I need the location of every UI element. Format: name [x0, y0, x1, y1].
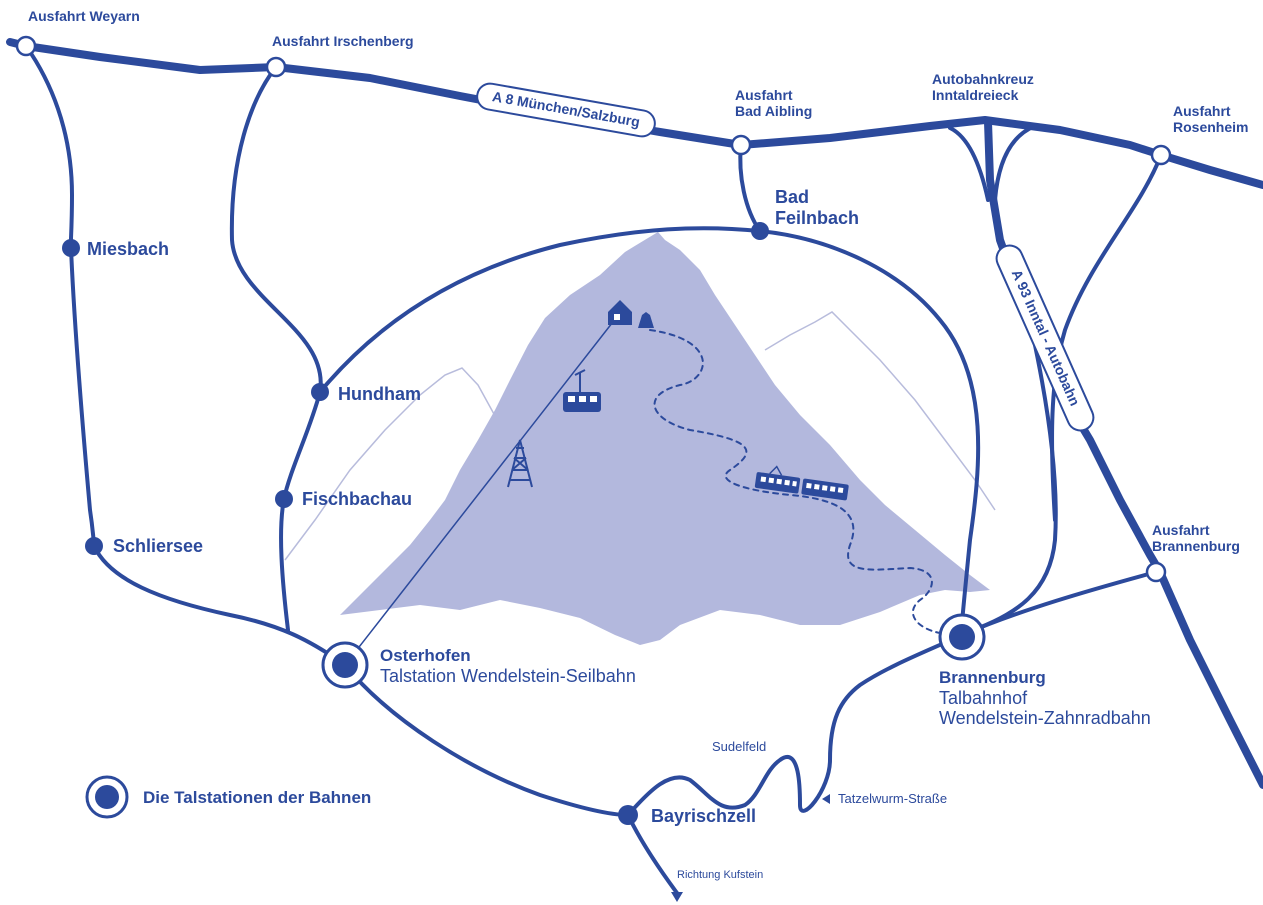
pylon-icon [507, 439, 533, 488]
station-name-osterhofen: Osterhofen [380, 646, 471, 665]
exit-label-irschenberg: Ausfahrt Irschenberg [272, 33, 414, 49]
station-symbol-icon [85, 775, 129, 819]
road-label-kufstein: Richtung Kufstein [677, 869, 764, 881]
a8-label-shield [476, 82, 656, 138]
exit-marker-irschenberg [265, 56, 287, 78]
road-tatzelwurm [626, 633, 964, 817]
station-label-brannenburg: Brannenburg Talbahnhof Wendelstein-Zahnr… [939, 668, 1151, 729]
station-symbol-brannenburg [938, 613, 986, 661]
chapel-icon [638, 312, 654, 328]
cable-car-icon [563, 369, 601, 412]
road-osterhofen-bayrischzell [343, 663, 630, 817]
road-label-sudelfeld: Sudelfeld [712, 739, 767, 754]
cog-railway-track [649, 329, 941, 634]
exit-label-weyarn: Ausfahrt Weyarn [28, 8, 140, 24]
station-label-osterhofen: Osterhofen Talstation Wendelstein-Seilba… [380, 646, 636, 686]
road-weyarn-schliersee [24, 44, 347, 667]
town-dot-bad-feilnbach [751, 222, 769, 240]
highway-a93 [984, 118, 1263, 789]
town-label-bad-feilnbach-line2: Feilnbach [775, 207, 860, 228]
exit-marker-weyarn [15, 35, 37, 57]
road-kufstein [626, 813, 679, 895]
wendelstein-mountain [340, 232, 990, 645]
interchange-ramp-west [948, 126, 990, 202]
town-label-bayrischzell: Bayrischzell [651, 806, 757, 826]
road-irschenberg-fischbachau [229, 65, 323, 632]
station-desc-brannenburg-line2: Wendelstein-Zahnradbahn [939, 708, 1151, 729]
exit-label-bad-aibling-line1: Ausfahrt [735, 87, 793, 103]
exit-label-inntaldreieck: Autobahnkreuz Inntaldreieck [932, 71, 1034, 103]
exit-label-rosenheim-line1: Ausfahrt [1173, 103, 1231, 119]
town-dot-fischbachau [275, 490, 293, 508]
station-desc-brannenburg-line1: Talbahnhof [939, 687, 1028, 708]
town-label-bad-feilnbach-line1: Bad [775, 187, 810, 207]
a93-label-shield [995, 244, 1095, 432]
interchange-ramp-east [993, 124, 1037, 202]
exit-label-rosenheim: Ausfahrt Rosenheim [1173, 103, 1248, 135]
road-label-tatzelwurm: Tatzelwurm-Straße [838, 791, 948, 806]
town-label-schliersee: Schliersee [113, 536, 204, 556]
town-dot-schliersee [85, 537, 103, 555]
exit-marker-brannenburg [1145, 561, 1167, 583]
exit-label-inntaldreieck-line2: Inntaldreieck [932, 87, 1019, 104]
road-hundham-brannenburg [318, 226, 981, 637]
cable-car-rope [344, 317, 617, 666]
exit-label-inntaldreieck-line1: Autobahnkreuz [932, 71, 1034, 87]
town-dot-miesbach [62, 239, 80, 257]
exit-label-rosenheim-line2: Rosenheim [1173, 119, 1249, 136]
town-dot-hundham [311, 383, 329, 401]
town-label-fischbachau: Fischbachau [302, 489, 413, 509]
exit-label-bad-aibling: Ausfahrt Bad Aibling [735, 87, 812, 119]
exit-label-brannenburg-line1: Ausfahrt [1152, 522, 1210, 538]
kufstein-arrow-icon [671, 892, 683, 902]
station-symbol-osterhofen [321, 641, 369, 689]
exit-label-brannenburg: Ausfahrt Brannenburg [1152, 522, 1240, 554]
road-rosenheim-link [1050, 153, 1163, 522]
cog-railway-train-icon [754, 465, 849, 501]
road-bad-aibling-feilnbach [738, 143, 762, 233]
town-label-miesbach: Miesbach [87, 239, 170, 259]
station-desc-osterhofen: Talstation Wendelstein-Seilbahn [380, 665, 636, 686]
road-exit-brannenburg [960, 570, 1158, 637]
right-background-mountain [764, 311, 996, 511]
legend-label: Die Talstationen der Bahnen [143, 788, 372, 807]
town-dot-bayrischzell [618, 805, 638, 825]
exit-marker-bad-aibling [730, 134, 752, 156]
exit-marker-rosenheim [1150, 144, 1172, 166]
exit-label-bad-aibling-line2: Bad Aibling [735, 103, 813, 120]
tatzelwurm-arrow-icon [822, 794, 830, 804]
exit-label-brannenburg-line2: Brannenburg [1152, 538, 1240, 555]
town-label-bad-feilnbach: Bad Feilnbach [775, 187, 859, 228]
town-label-hundham: Hundham [338, 384, 421, 404]
summit-house-icon [608, 300, 632, 325]
highway-a8 [6, 38, 1263, 189]
station-name-brannenburg: Brannenburg [939, 668, 1046, 687]
left-background-mountain [284, 367, 501, 561]
